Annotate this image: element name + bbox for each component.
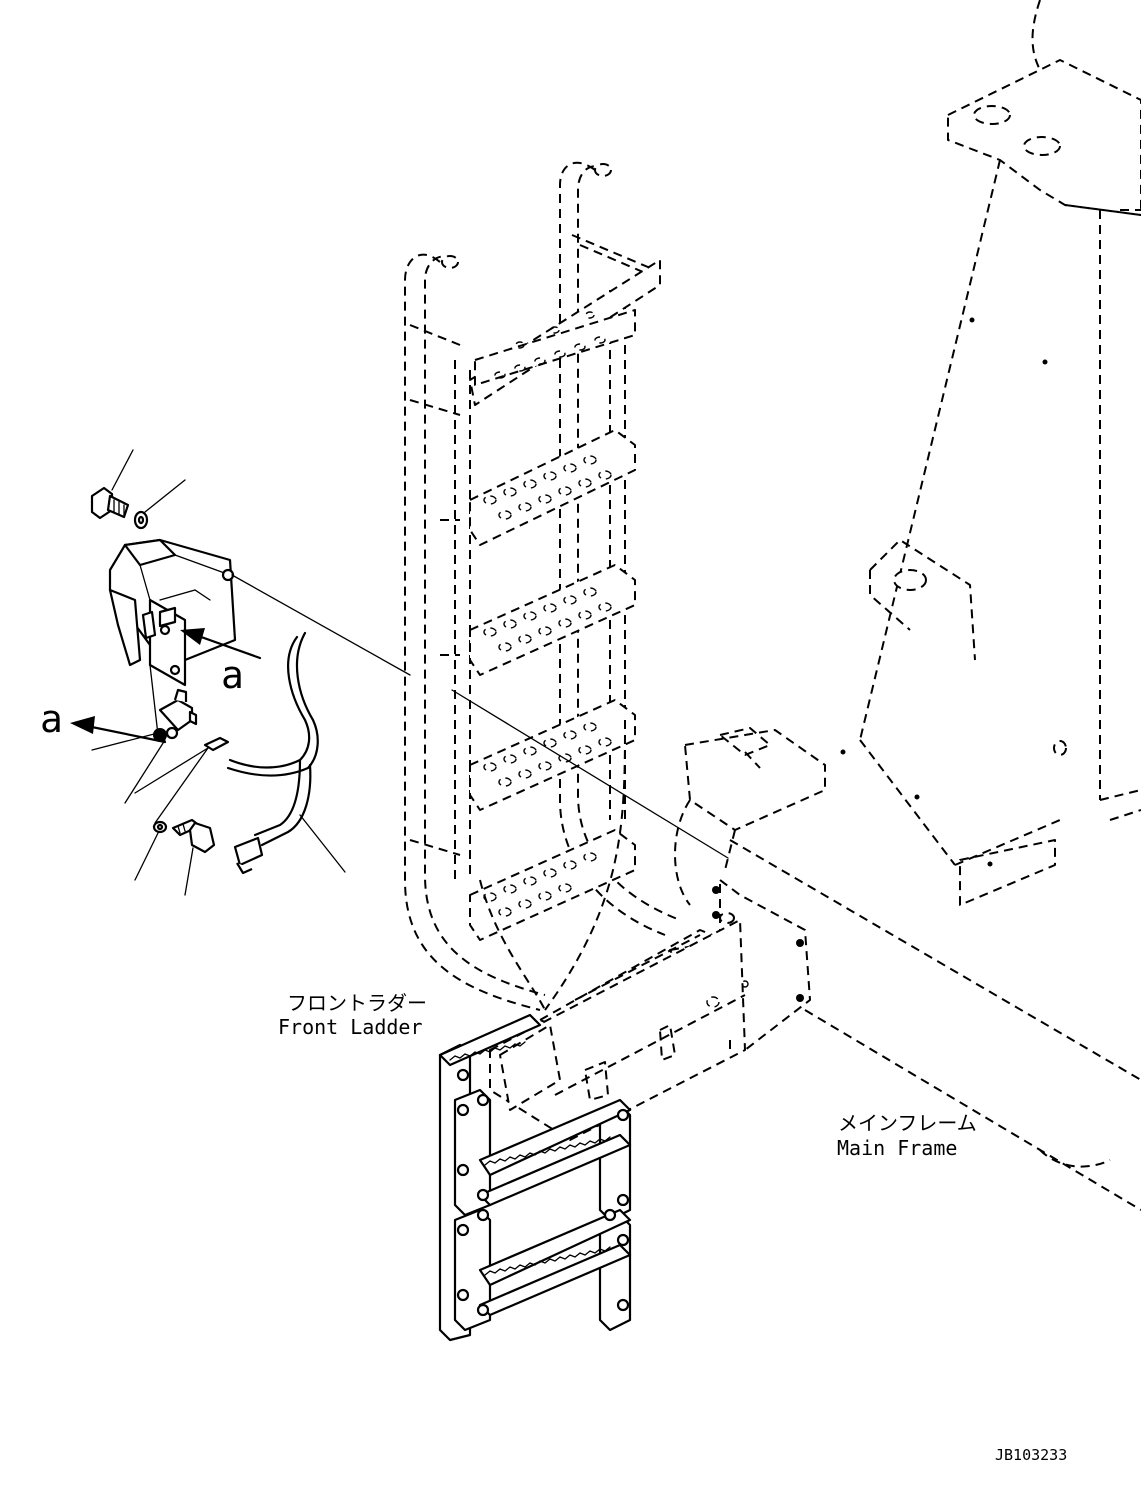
lamp-assembly [90, 486, 319, 875]
lower-step-tread-1 [478, 1098, 632, 1207]
wire-harness [226, 631, 319, 875]
bolt-bottom [171, 818, 216, 854]
main-frame [729, 0, 1141, 1211]
drawing-number: JB103233 [995, 1446, 1067, 1464]
lower-step-tread-top [438, 1013, 542, 1067]
view-arrow-left [70, 716, 167, 744]
step-holes [483, 311, 612, 917]
lamp-housing [108, 538, 237, 687]
front-ladder-label-en: Front Ladder [278, 1015, 423, 1039]
front-ladder [404, 161, 751, 1041]
lower-step-bolts [456, 1068, 630, 1317]
main-frame-label-jp: メインフレーム [838, 1111, 977, 1135]
washer-top [133, 510, 149, 530]
leader-lines [91, 449, 729, 896]
lower-step-assembly [438, 1013, 632, 1342]
front-ladder-label-jp: フロントラダー [287, 991, 427, 1015]
connector-small [203, 736, 230, 752]
view-letter-left: a [40, 697, 63, 741]
bolt-top [90, 486, 130, 520]
view-letter-upper: a [221, 653, 244, 697]
washer-bottom [152, 820, 168, 834]
lamp-switch [153, 688, 198, 742]
view-arrow-upper [180, 628, 262, 660]
main-frame-label-en: Main Frame [837, 1136, 957, 1160]
mounting-bracket [489, 727, 826, 1141]
ladder-step-1 [469, 259, 661, 406]
